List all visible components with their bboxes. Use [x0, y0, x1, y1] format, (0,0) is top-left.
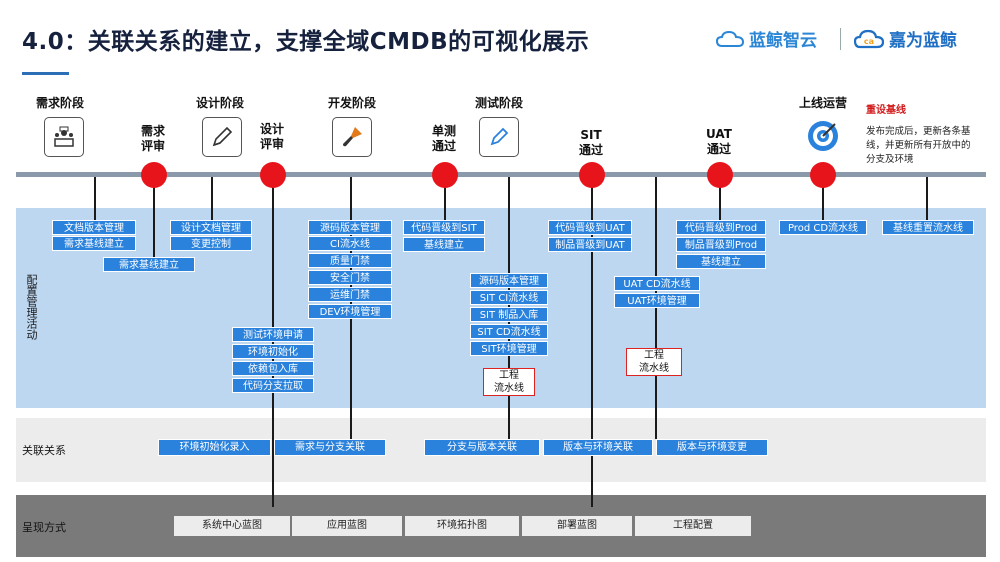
tag-uat-env: UAT环境管理 [614, 293, 700, 308]
rebaseline-note-text: 发布完成后，更新各条基线，并更新所有开放中的分支及环境 [866, 126, 971, 165]
connector-req-review [153, 187, 155, 264]
relation-version-env-change: 版本与环境变更 [656, 439, 768, 456]
tag-sit-artifact: SIT 制品入库 [470, 307, 548, 322]
meeting-icon [44, 117, 84, 157]
tag-req-doc: 文档版本管理 [52, 220, 136, 235]
stage-design-title: 设计阶段 [195, 96, 244, 110]
logo-canway: ca 嘉为蓝鲸 [854, 26, 957, 51]
tag-dependency-store: 依赖包入库 [232, 361, 314, 376]
present-system-blueprint: 系统中心蓝图 [174, 516, 290, 536]
connector-uat [719, 187, 721, 222]
title-underline [22, 72, 69, 75]
logo-left-text: 蓝鲸智云 [749, 31, 817, 51]
brush-icon [332, 117, 372, 157]
tag-code-to-prod: 代码晋级到Prod [676, 220, 766, 235]
relation-band-label: 关联关系 [22, 444, 66, 457]
relation-branch-version: 分支与版本关联 [424, 439, 540, 456]
present-project-config: 工程配置 [635, 516, 751, 536]
edit-icon [479, 117, 519, 157]
tag-dev-ci: CI流水线 [308, 236, 392, 251]
present-env-topology: 环境拓扑图 [405, 516, 519, 536]
connector-req [94, 177, 96, 221]
connector-unit [444, 187, 446, 222]
gate-dot-design-review [260, 162, 286, 188]
cloud-icon-2: ca [854, 29, 884, 48]
gate-sit-label: SIT 通过 [578, 128, 603, 157]
connector-prod [822, 187, 824, 222]
tag-artifact-to-prod: 制品晋级到Prod [676, 237, 766, 252]
tag-design-doc: 设计文档管理 [170, 220, 252, 235]
tag-quality-gate: 质量门禁 [308, 253, 392, 268]
timeline-bar [16, 172, 986, 177]
pencil-icon [202, 117, 242, 157]
present-deploy-blueprint: 部署蓝图 [522, 516, 632, 536]
stage-requirement-title: 需求阶段 [35, 96, 84, 110]
gate-dot-uat [707, 162, 733, 188]
gate-req-review-label: 需求 评审 [140, 124, 165, 153]
tag-env-init: 环境初始化 [232, 344, 314, 359]
gate-design-review-label: 设计 评审 [259, 122, 284, 151]
present-app-blueprint: 应用蓝图 [292, 516, 402, 536]
uat-pipeline-box: 工程 流水线 [626, 348, 682, 376]
config-band-label: 配置管理活动 [25, 274, 38, 340]
logo-right-text: 嘉为蓝鲸 [889, 31, 957, 51]
tag-dev-source: 源码版本管理 [308, 220, 392, 235]
rebaseline-note-title: 重设基线 [866, 105, 906, 116]
gate-dot-unit [432, 162, 458, 188]
tag-artifact-to-uat: 制品晋级到UAT [548, 237, 632, 252]
relation-req-branch: 需求与分支关联 [274, 439, 386, 456]
target-icon [804, 117, 842, 155]
relation-env-init: 环境初始化录入 [158, 439, 271, 456]
gate-dot-release [810, 162, 836, 188]
gate-dot-sit [579, 162, 605, 188]
relation-version-env: 版本与环境关联 [543, 439, 653, 456]
gate-unit-label: 单测 通过 [431, 124, 456, 153]
tag-code-to-sit: 代码晋级到SIT [403, 220, 485, 235]
gate-dot-req-review [141, 162, 167, 188]
gate-uat-label: UAT 通过 [706, 127, 732, 156]
stage-ops-title: 上线运营 [798, 96, 847, 110]
logo-bluking: 蓝鲸智云 [716, 26, 817, 51]
stage-test-title: 测试阶段 [474, 96, 523, 110]
test-pipeline-box: 工程 流水线 [483, 368, 535, 396]
tag-prod-cd: Prod CD流水线 [779, 220, 867, 235]
stage-dev-title: 开发阶段 [327, 96, 376, 110]
tag-code-to-uat: 代码晋级到UAT [548, 220, 632, 235]
svg-text:ca: ca [864, 37, 874, 46]
presentation-band-label: 呈现方式 [22, 521, 66, 534]
tag-change-control: 变更控制 [170, 236, 252, 251]
tag-uat-cd: UAT CD流水线 [614, 276, 700, 291]
tag-uat-baseline: 基线建立 [676, 254, 766, 269]
connector-design [211, 177, 213, 221]
tag-rebaseline-pipeline: 基线重置流水线 [882, 220, 974, 235]
cloud-icon [716, 30, 744, 47]
tag-test-env-request: 测试环境申请 [232, 327, 314, 342]
connector-rebaseline [926, 177, 928, 221]
tag-req-baseline: 需求基线建立 [52, 236, 136, 251]
tag-ops-gate: 运维门禁 [308, 287, 392, 302]
tag-sit-ci: SIT CI流水线 [470, 290, 548, 305]
tag-dev-env: DEV环境管理 [308, 304, 392, 319]
tag-sit-cd: SIT CD流水线 [470, 324, 548, 339]
tag-unit-baseline: 基线建立 [403, 237, 485, 252]
tag-test-source: 源码版本管理 [470, 273, 548, 288]
tag-branch-pull: 代码分支拉取 [232, 378, 314, 393]
tag-sit-env: SIT环境管理 [470, 341, 548, 356]
tag-req-baseline-2: 需求基线建立 [103, 257, 195, 272]
tag-security-gate: 安全门禁 [308, 270, 392, 285]
connector-uat-cd [655, 177, 657, 439]
logo-divider [840, 28, 841, 50]
page-title: 4.0：关联关系的建立，支撑全域CMDB的可视化展示 [22, 29, 590, 55]
connector-sit [591, 187, 593, 507]
